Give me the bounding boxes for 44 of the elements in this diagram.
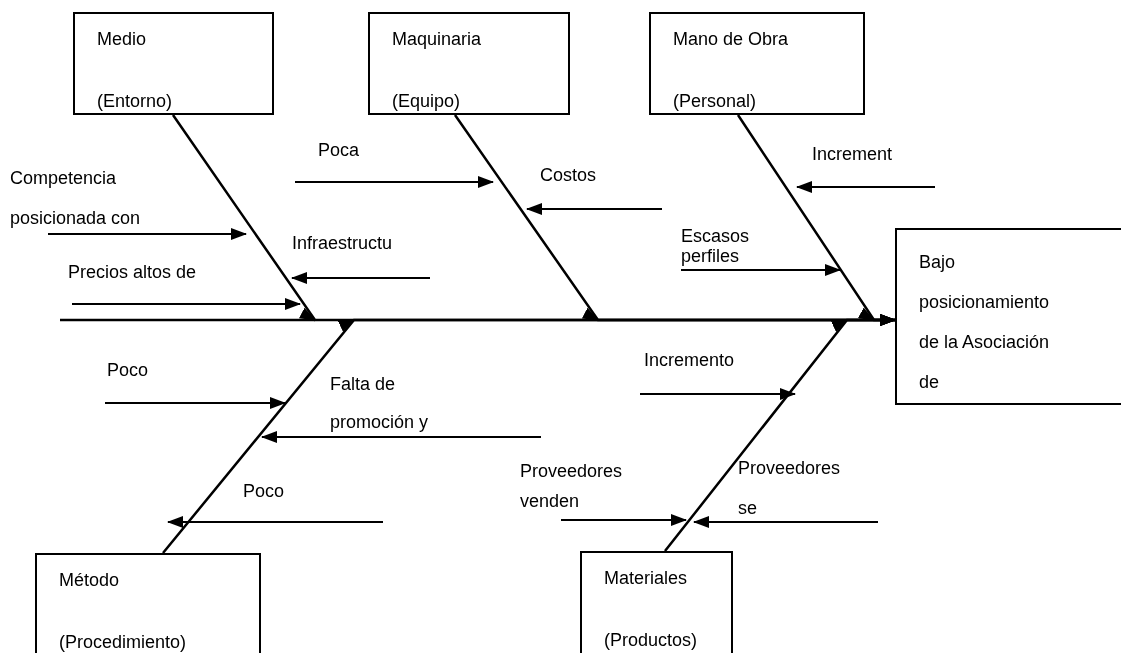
cause-text: Costos [527, 163, 602, 209]
cause-text: Precios altos de [68, 260, 228, 304]
category-label: (Equipo) [392, 90, 461, 113]
category-box [580, 551, 733, 653]
effect-label: Bajo posicionamiento de la Asociación de [919, 251, 1051, 394]
arrow [680, 264, 841, 276]
arrow [71, 298, 301, 310]
cause-text: Incremento [640, 348, 800, 394]
cause-text: Poco [105, 358, 165, 403]
bone-arrow [664, 314, 895, 552]
cause-text: Infraestructu [292, 231, 412, 278]
cause-text: Proveedores se [694, 448, 849, 522]
category-label: Mano de Obra [673, 28, 789, 51]
arrow [261, 431, 542, 443]
arrow [167, 516, 384, 528]
cause-text: Poca [295, 138, 365, 182]
category-label: Método [59, 569, 120, 592]
cause-text: Escasos perfiles [681, 226, 771, 270]
arrow [104, 397, 286, 409]
category-box [35, 553, 261, 653]
arrow [639, 388, 796, 400]
category-label: Medio [97, 28, 147, 51]
arrow [291, 272, 431, 284]
category-label: (Personal) [673, 90, 757, 113]
cause-text: Poco [168, 479, 293, 522]
category-label: Maquinaria [392, 28, 482, 51]
arrow [294, 176, 494, 188]
arrow [526, 203, 663, 215]
effect-box [895, 228, 1121, 405]
category-box [368, 12, 570, 115]
cause-text: Proveedores venden [520, 456, 670, 520]
cause-text: Increment [797, 142, 902, 187]
category-box [73, 12, 274, 115]
category-label: (Procedimiento) [59, 631, 187, 653]
category-label: Materiales [604, 567, 688, 590]
arrow [47, 228, 247, 240]
category-label: (Productos) [604, 629, 698, 652]
arrow [693, 516, 879, 528]
cause-text: Falta de promoción y [262, 365, 452, 437]
category-label: (Entorno) [97, 90, 173, 113]
category-box [649, 12, 865, 115]
cause-text: Competencia posicionada con [10, 158, 160, 234]
arrow [796, 181, 936, 193]
arrow [560, 514, 687, 526]
